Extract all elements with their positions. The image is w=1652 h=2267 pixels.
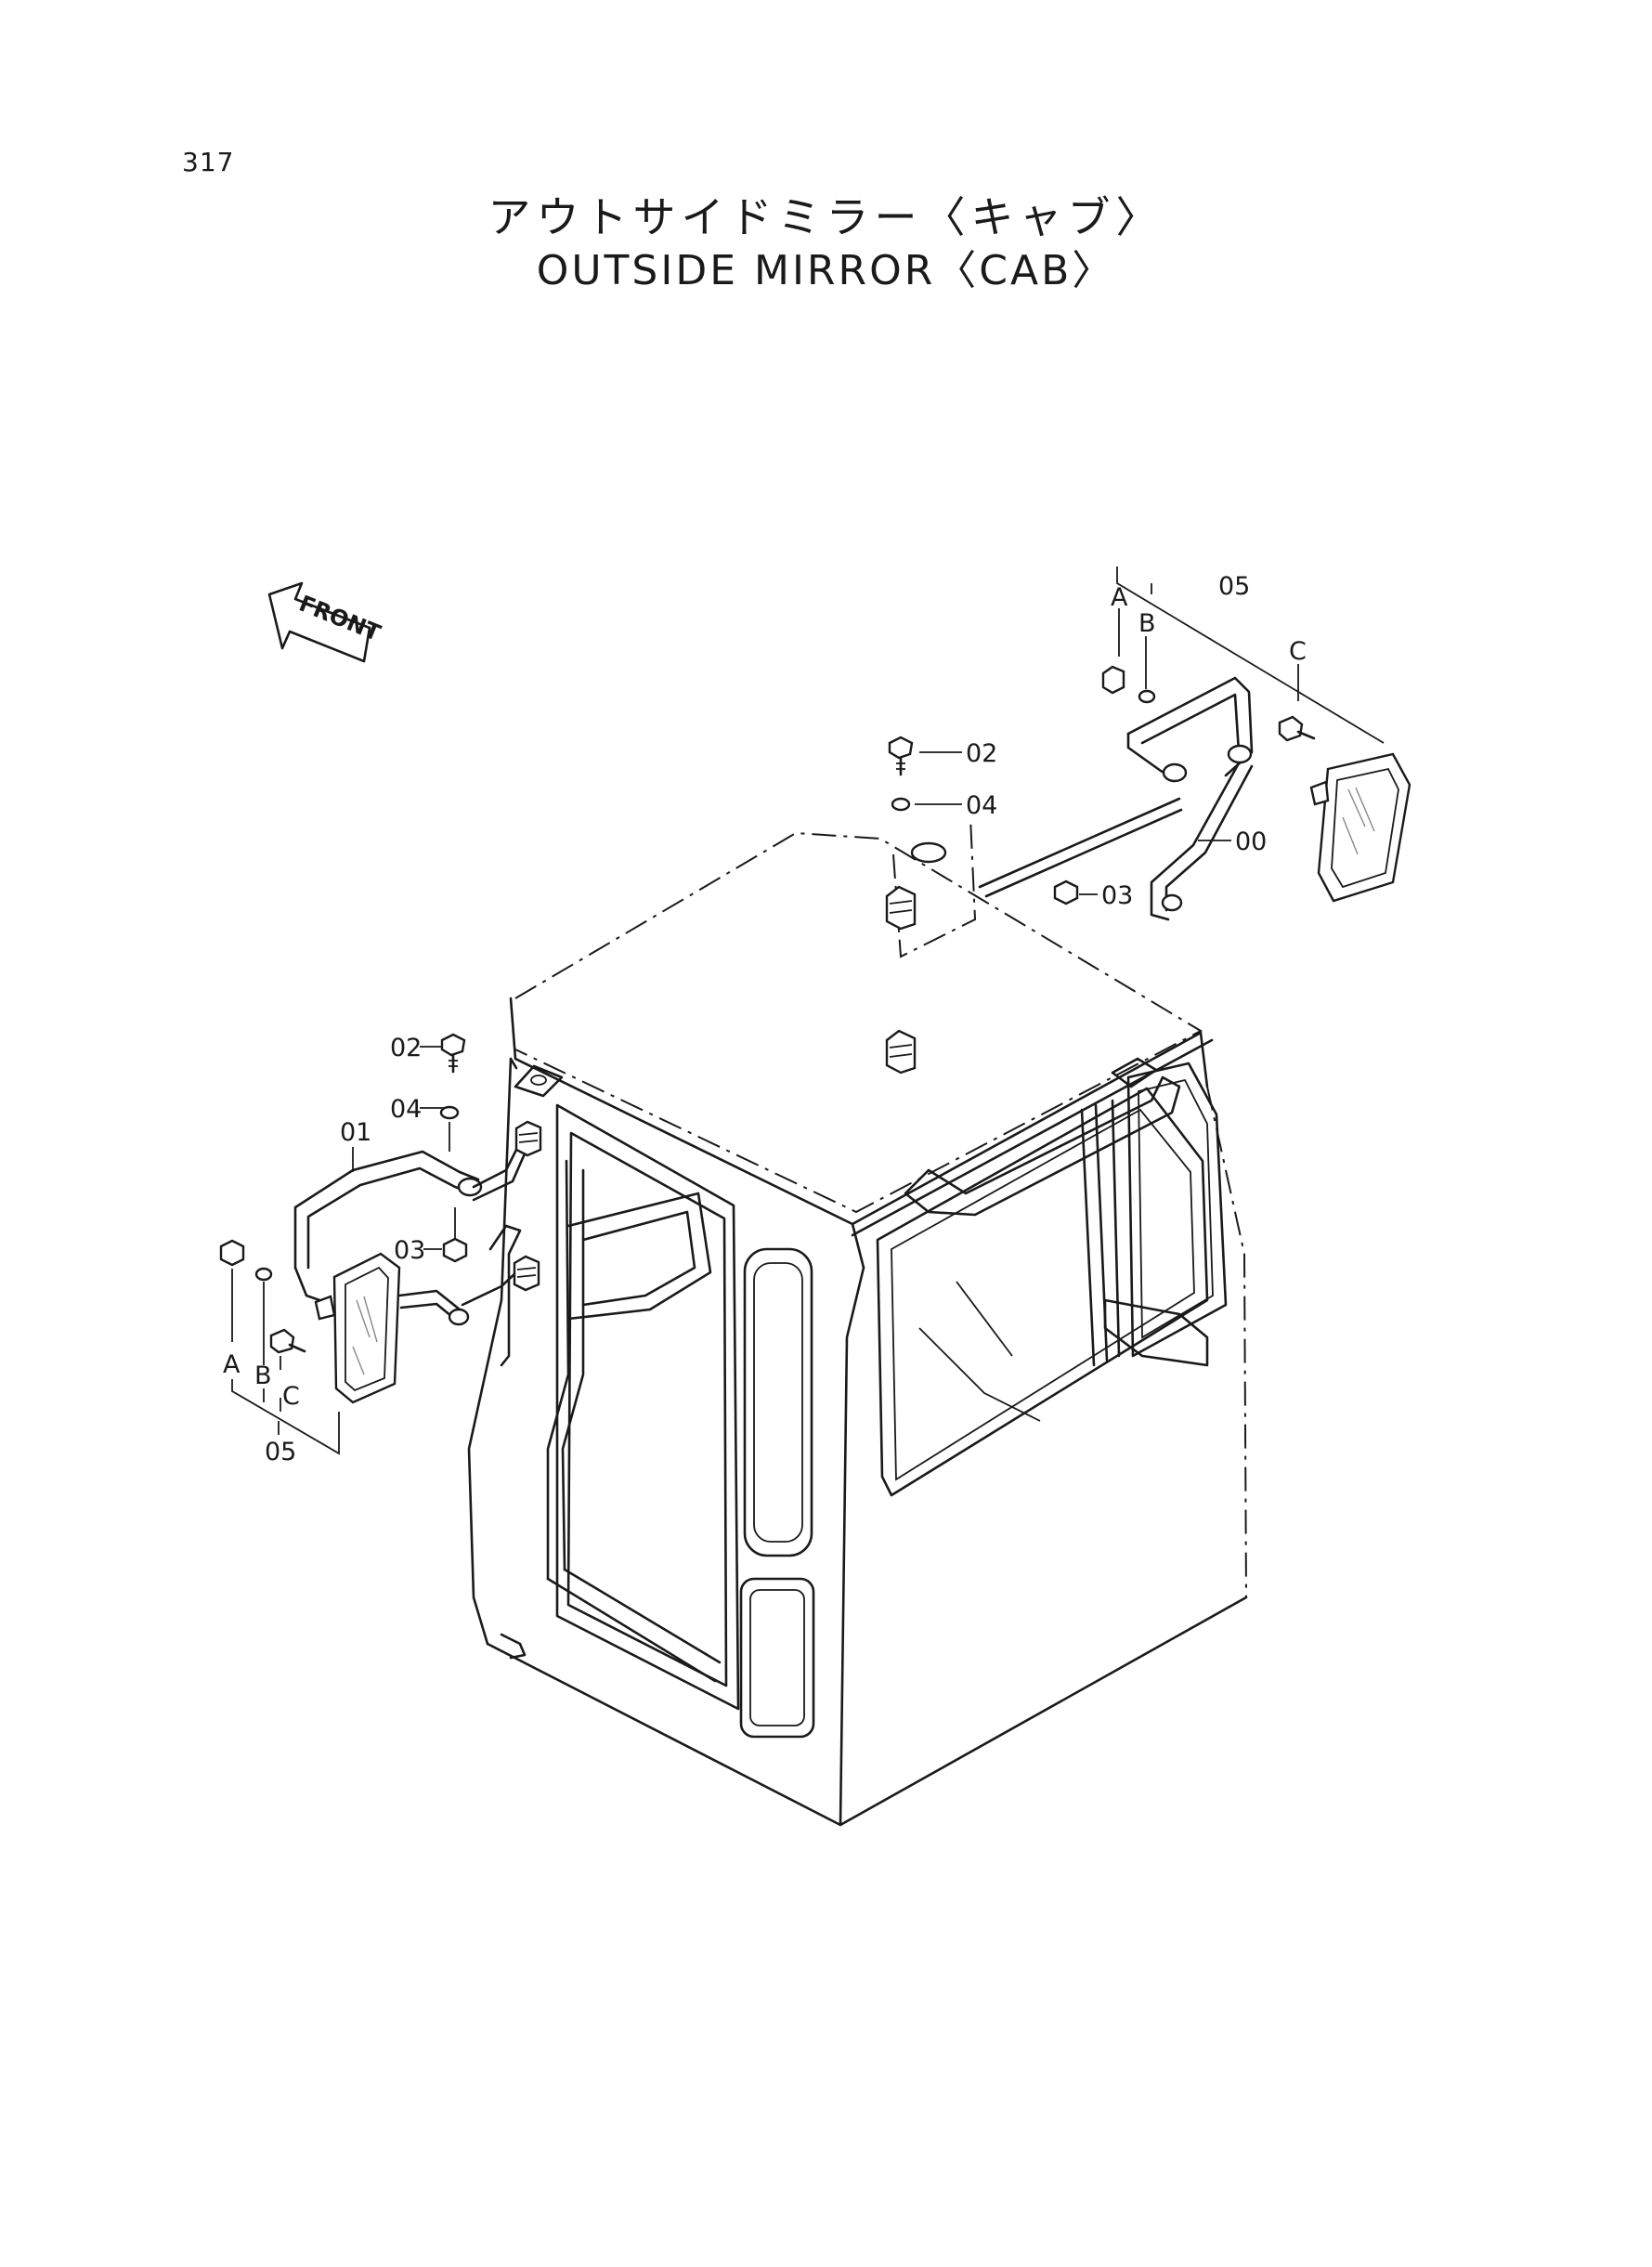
right-callout-03: 03 xyxy=(1101,881,1133,910)
right-callout-00: 00 xyxy=(1235,827,1267,856)
right-mirror-head xyxy=(1309,752,1411,903)
right-callout-05: 05 xyxy=(1218,572,1250,601)
left-callout-c: C xyxy=(282,1382,300,1411)
right-mirror-stay xyxy=(978,676,1254,921)
left-callout-01: 01 xyxy=(340,1118,371,1147)
left-callout-02: 02 xyxy=(390,1034,422,1062)
left-mirror-stay xyxy=(293,1120,542,1367)
left-callout-04: 04 xyxy=(390,1095,422,1124)
left-mirror-head xyxy=(314,1252,401,1404)
right-callout-04: 04 xyxy=(966,791,997,820)
cab-body xyxy=(467,831,1248,1827)
title-english: OUTSIDE MIRROR〈CAB〉 xyxy=(536,247,1116,294)
roof-mount-bracket xyxy=(885,816,977,1075)
left-hardware xyxy=(219,1033,468,1354)
right-callout-b: B xyxy=(1138,609,1156,638)
left-callout-05: 05 xyxy=(265,1438,296,1466)
page-number: 317 xyxy=(182,147,235,177)
right-callout-c: C xyxy=(1289,637,1307,666)
title-japanese: アウトサイドミラー〈キャブ〉 xyxy=(488,192,1164,242)
front-arrow-icon: FRONT xyxy=(267,581,384,663)
left-callout-a: A xyxy=(223,1350,241,1379)
right-callout-a: A xyxy=(1111,583,1128,612)
left-callout-leaders xyxy=(231,1046,456,1455)
left-callout-b: B xyxy=(254,1362,272,1390)
right-callout-leaders xyxy=(915,567,1385,895)
right-callout-02: 02 xyxy=(966,739,997,768)
left-callout-03: 03 xyxy=(394,1236,425,1265)
right-hardware xyxy=(888,665,1316,905)
